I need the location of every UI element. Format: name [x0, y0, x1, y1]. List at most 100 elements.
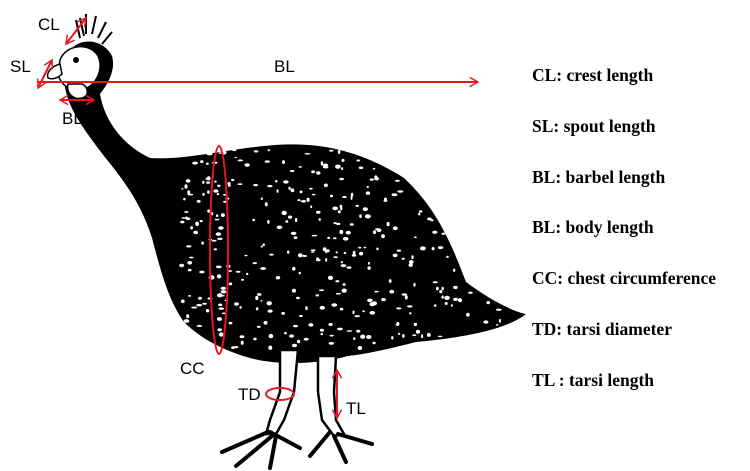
speckle: [421, 334, 423, 338]
speckle: [407, 305, 412, 307]
speckle: [285, 220, 288, 223]
speckle: [335, 280, 339, 282]
speckle: [184, 319, 190, 323]
speckle: [333, 256, 338, 258]
speckle: [297, 340, 300, 344]
speckle: [413, 283, 415, 287]
speckle: [232, 149, 236, 151]
speckle: [241, 279, 244, 281]
speckle: [324, 184, 328, 188]
speckle: [263, 243, 265, 246]
speckle: [381, 298, 386, 301]
speckle: [190, 226, 193, 229]
speckle: [302, 200, 305, 203]
legend-item-chest-circumference: CC: chest circumference: [532, 263, 716, 314]
speckle: [373, 342, 376, 345]
speckle: [343, 283, 346, 286]
speckle: [240, 306, 242, 309]
speckle: [268, 149, 271, 151]
speckle: [277, 226, 283, 230]
speckle: [252, 219, 255, 222]
speckle: [234, 302, 239, 306]
speckle: [307, 198, 310, 202]
speckle: [188, 269, 192, 272]
speckle: [282, 160, 285, 164]
speckle: [393, 226, 398, 230]
speckle: [217, 293, 223, 297]
speckle: [302, 255, 306, 257]
speckle: [358, 247, 361, 249]
speckle: [219, 332, 224, 336]
speckle: [192, 162, 198, 165]
speckle: [366, 335, 371, 339]
speckle: [206, 309, 209, 312]
feet: [222, 432, 372, 468]
speckle: [402, 258, 405, 260]
speckle: [254, 150, 259, 152]
speckle: [389, 279, 392, 283]
speckle: [316, 294, 320, 296]
speckle: [372, 301, 377, 305]
speckle: [346, 231, 351, 235]
speckle: [261, 246, 263, 248]
speckle: [340, 205, 343, 209]
speckle: [238, 159, 244, 161]
speckle: [292, 344, 297, 347]
speckle: [207, 190, 210, 194]
speckle: [433, 281, 438, 283]
speckle: [337, 328, 343, 331]
speckle: [441, 233, 445, 235]
speckle: [300, 191, 303, 194]
speckle: [316, 257, 319, 259]
speckle: [356, 160, 360, 162]
speckle: [373, 168, 375, 170]
speckle: [215, 219, 220, 221]
speckle: [499, 319, 501, 323]
speckle: [389, 290, 394, 294]
speckle: [341, 167, 343, 170]
speckle: [236, 271, 241, 273]
speckle: [451, 304, 453, 306]
speckle: [311, 170, 315, 173]
speckle: [207, 153, 213, 156]
speckle: [347, 266, 352, 268]
speckle: [179, 264, 184, 267]
speckle: [289, 334, 294, 337]
speckle: [340, 308, 344, 311]
speckle: [221, 287, 226, 290]
speckle: [309, 188, 313, 190]
speckle: [445, 302, 448, 305]
speckle: [342, 196, 347, 198]
speckle: [329, 150, 333, 152]
speckle: [214, 248, 218, 250]
speckle: [331, 303, 337, 306]
speckle: [253, 184, 258, 186]
speckle: [217, 274, 221, 278]
speckle: [496, 324, 499, 326]
speckle: [405, 295, 408, 299]
speckle: [311, 249, 316, 251]
label-tarsi-length: TL: [346, 399, 366, 418]
speckle: [241, 341, 244, 345]
speckle: [217, 193, 219, 195]
speckle: [260, 267, 266, 270]
speckle: [311, 251, 314, 253]
label-barbel-length: BL: [62, 109, 83, 128]
legend-item-tarsi-length: TL : tarsi length: [532, 365, 716, 416]
speckle: [391, 336, 393, 339]
speckle: [260, 300, 262, 302]
speckle: [398, 333, 400, 335]
speckle: [367, 266, 370, 269]
speckle: [341, 261, 343, 263]
speckle: [359, 167, 364, 170]
speckle: [420, 246, 426, 250]
speckle: [299, 315, 303, 317]
speckle: [344, 252, 347, 254]
speckle: [231, 346, 235, 349]
speckle: [411, 255, 413, 259]
speckle: [186, 245, 191, 247]
speckle: [216, 232, 222, 236]
speckle: [189, 257, 193, 259]
speckle: [319, 289, 324, 291]
speckle: [356, 330, 360, 333]
